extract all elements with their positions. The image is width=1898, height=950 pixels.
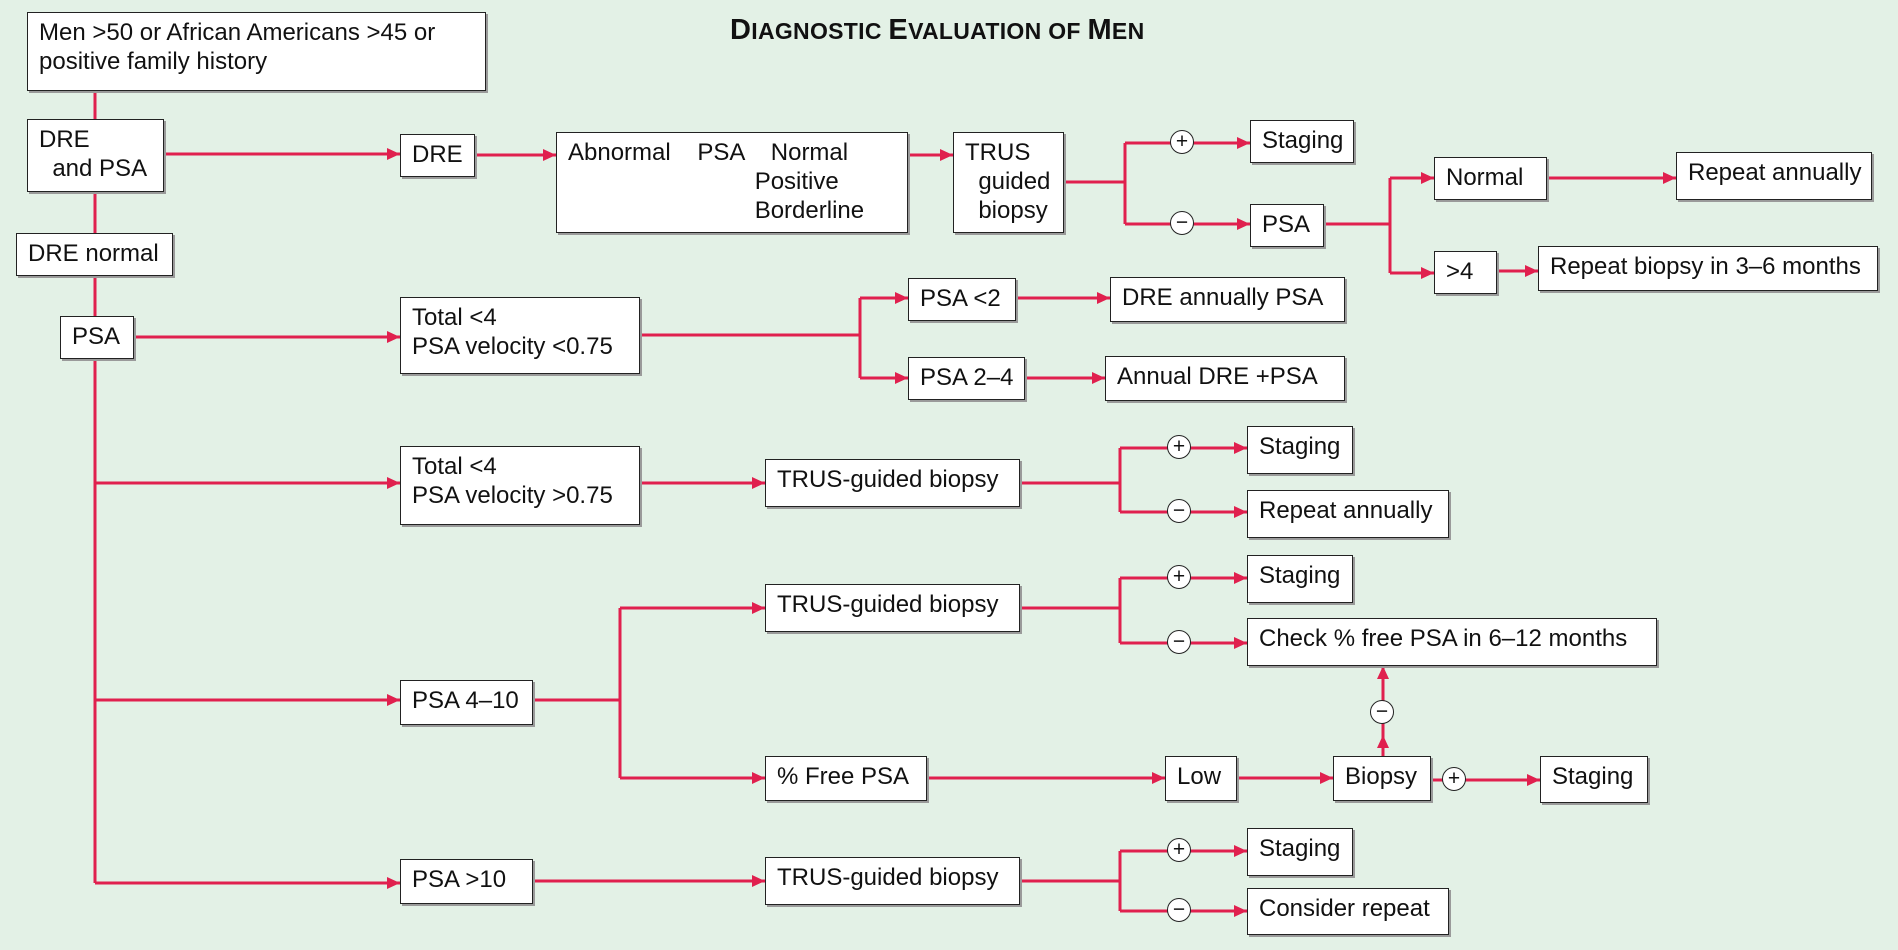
negative-sign-icon: − [1170, 211, 1194, 235]
arrowhead [895, 372, 908, 384]
arrowhead [387, 477, 400, 489]
arrowhead [543, 149, 556, 161]
arrowhead [1234, 637, 1247, 649]
positive-sign-icon: + [1167, 435, 1191, 459]
repeat-annually-2-box: Repeat annually [1247, 490, 1449, 538]
psa-4-10-box: PSA 4–10 [400, 680, 533, 725]
arrowhead [387, 877, 400, 889]
arrowhead [1377, 666, 1389, 679]
dre-and-psa-box: DRE and PSA [27, 119, 164, 192]
psa-2-4-box: PSA 2–4 [908, 357, 1025, 400]
negative-sign-icon: − [1370, 700, 1394, 724]
low-box: Low [1165, 756, 1237, 801]
negative-sign-icon: − [1167, 898, 1191, 922]
negative-sign-icon: − [1167, 499, 1191, 523]
arrowhead [1234, 905, 1247, 917]
arrowhead [1527, 774, 1540, 786]
arrowhead [895, 292, 908, 304]
repeat-annually-box: Repeat annually [1676, 152, 1872, 200]
arrowhead [1237, 137, 1250, 149]
biopsy-box: Biopsy [1333, 756, 1431, 801]
dre-text: DRE [412, 141, 463, 168]
psa-under-2-box: PSA <2 [908, 278, 1016, 321]
repeat-biopsy-box: Repeat biopsy in 3–6 months [1538, 246, 1878, 291]
arrowhead [1320, 772, 1333, 784]
arrowhead [1377, 735, 1389, 748]
staging-2-box: Staging [1247, 426, 1353, 474]
arrowhead [1237, 218, 1250, 230]
arrowhead [1152, 772, 1165, 784]
trus-guided-biopsy-text: TRUS guided biopsy [965, 139, 1051, 224]
check-free-psa-box: Check % free PSA in 6–12 months [1247, 618, 1657, 666]
staging-3-box: Staging [1247, 555, 1353, 603]
arrowhead [387, 148, 400, 160]
trus-guided-biopsy-3-box: TRUS-guided biopsy [765, 584, 1020, 632]
arrowhead [1234, 572, 1247, 584]
arrowhead [1421, 267, 1434, 279]
entry-criteria-box: Men >50 or African Americans >45 or posi… [27, 12, 486, 91]
arrowhead [387, 331, 400, 343]
total-under-4-velocity-over-box: Total <4 PSA velocity >0.75 [400, 446, 640, 525]
arrowhead [1234, 442, 1247, 454]
arrowhead [1234, 506, 1247, 518]
trus-guided-biopsy-4-box: TRUS-guided biopsy [765, 857, 1020, 905]
arrowhead [1097, 292, 1110, 304]
trus-guided-biopsy-2-box: TRUS-guided biopsy [765, 459, 1020, 507]
normal-box: Normal [1434, 157, 1547, 200]
dre-annually-psa-box: DRE annually PSA [1110, 277, 1345, 322]
consider-repeat-box: Consider repeat [1247, 888, 1449, 935]
dre-normal-box: DRE normal [16, 233, 173, 276]
percent-free-psa-box: % Free PSA [765, 756, 927, 801]
followup-psa-box: PSA [1250, 204, 1324, 247]
positive-sign-icon: + [1167, 565, 1191, 589]
diagram-title: DIAGNOSTIC EVALUATION OF MEN [730, 14, 1145, 46]
arrowhead [1663, 172, 1676, 184]
arrowhead [1234, 845, 1247, 857]
negative-sign-icon: − [1167, 630, 1191, 654]
arrowhead [752, 602, 765, 614]
positive-sign-icon: + [1170, 130, 1194, 154]
arrowhead [752, 772, 765, 784]
staging-box: Staging [1250, 120, 1354, 163]
trus-guided-biopsy-box: TRUS guided biopsy [953, 132, 1064, 233]
arrowhead [1092, 372, 1105, 384]
dre-results-box: Abnormal PSA Normal Positive Borderline [556, 132, 908, 233]
staging-4-box: Staging [1540, 756, 1648, 803]
greater-than-4-box: >4 [1434, 251, 1497, 294]
dre-and-psa-text: DRE and PSA [39, 126, 148, 182]
annual-dre-psa-box: Annual DRE +PSA [1105, 356, 1345, 401]
dre-box: DRE [400, 134, 475, 177]
staging-5-box: Staging [1247, 828, 1353, 876]
psa-over-10-box: PSA >10 [400, 859, 533, 904]
dre-results-text: Abnormal PSA Normal Positive Borderline [568, 139, 865, 224]
arrowhead [387, 694, 400, 706]
positive-sign-icon: + [1167, 838, 1191, 862]
arrowhead [940, 149, 953, 161]
arrowhead [752, 477, 765, 489]
arrowhead [1421, 172, 1434, 184]
positive-sign-icon: + [1442, 767, 1466, 791]
psa-box: PSA [60, 316, 134, 359]
entry-criteria-text: Men >50 or African Americans >45 or posi… [39, 19, 436, 75]
arrowhead [752, 875, 765, 887]
total-under-4-velocity-under-box: Total <4 PSA velocity <0.75 [400, 297, 640, 374]
arrowhead [1525, 265, 1538, 277]
